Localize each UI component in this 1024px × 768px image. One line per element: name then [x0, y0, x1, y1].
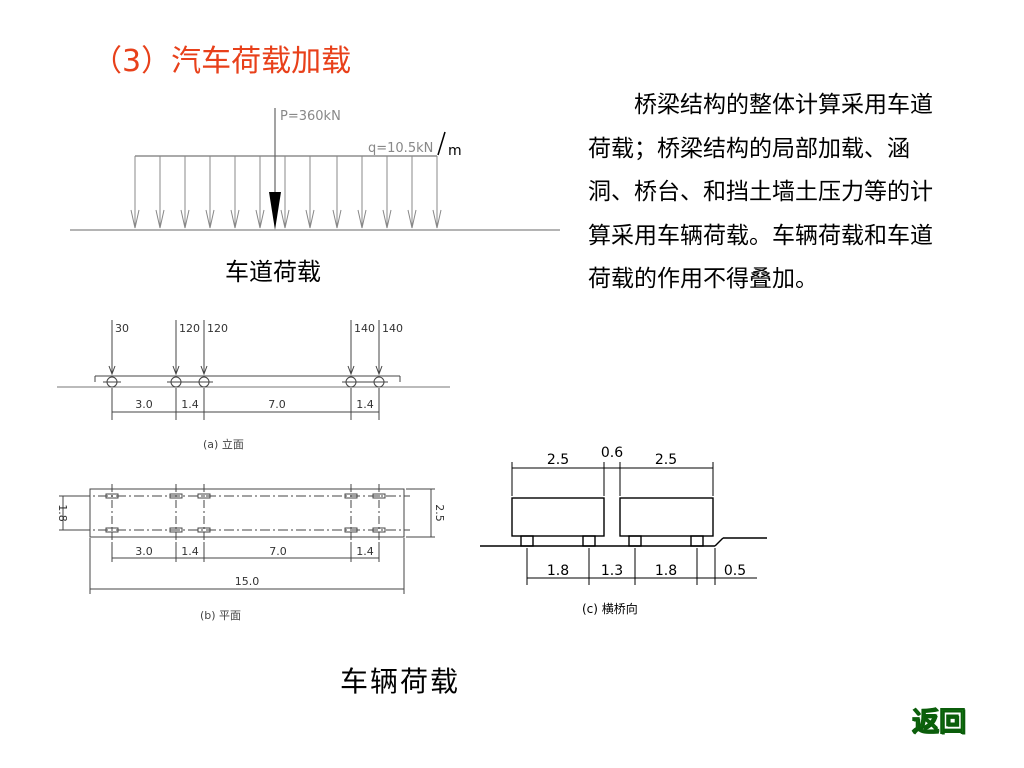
- lane-load-diagram: P=360kN q=10.5kN m: [70, 108, 560, 231]
- distributed-load-label: q=10.5kN: [368, 141, 433, 156]
- vehicle-load-caption: 车辆荷载: [340, 665, 461, 698]
- axle-load-1: 30: [115, 322, 129, 335]
- axle-load-3: 120: [207, 322, 228, 335]
- slide-title: （3）汽车荷载加载: [92, 44, 352, 79]
- overall-width-label: 2.5: [433, 504, 446, 522]
- total-length-label: 15.0: [235, 575, 260, 588]
- lane-load-caption: 车道荷载: [225, 258, 321, 286]
- transverse-bottom-dim: 0.5: [724, 563, 746, 579]
- transverse-top-dim: 2.5: [547, 452, 569, 468]
- spacing-label: 7.0: [268, 398, 286, 411]
- transverse-bottom-dim: 1.8: [547, 563, 569, 579]
- return-button[interactable]: 返回: [912, 707, 967, 739]
- distributed-load-unit: m: [448, 143, 462, 159]
- point-load-arrow: [269, 192, 281, 230]
- transverse-bottom-dim: 1.8: [655, 563, 677, 579]
- transverse-bottom-dim: 1.3: [601, 563, 623, 579]
- point-load-label: P=360kN: [280, 109, 341, 124]
- spacing-label: 3.0: [135, 545, 153, 558]
- axle-load-4: 140: [354, 322, 375, 335]
- transverse-label: (c) 横桥向: [582, 601, 638, 616]
- track-width-label: 1.8: [56, 504, 69, 522]
- spacing-label: 7.0: [269, 545, 287, 558]
- body-text: 桥梁结构的整体计算采用车道荷载；桥梁结构的局部加载、涵洞、桥台、和挡土墙土压力等…: [588, 92, 933, 293]
- transverse-diagram: 2.5 0.6 2.5 1.8 1.3 1.8 0.5 (c) 横桥向: [480, 445, 767, 616]
- vehicle-plan-diagram: 3.0 1.4 7.0 1.4 15.0 1.8 2.5 (b) 平面: [56, 484, 446, 622]
- spacing-label: 1.4: [356, 545, 374, 558]
- spacing-label: 1.4: [181, 545, 199, 558]
- vehicle-elevation-diagram: 30 120 120 140 140 3.0 1.4 7.0 1.4 (a) 立…: [57, 320, 450, 451]
- axle-load-5: 140: [382, 322, 403, 335]
- spacing-label: 3.0: [135, 398, 153, 411]
- spacing-label: 1.4: [181, 398, 199, 411]
- transverse-top-dim: 2.5: [655, 452, 677, 468]
- spacing-label: 1.4: [356, 398, 374, 411]
- distributed-load-arrows: [130, 156, 442, 229]
- plan-label: (b) 平面: [200, 609, 241, 622]
- axle-load-2: 120: [179, 322, 200, 335]
- elevation-label: (a) 立面: [203, 437, 244, 451]
- transverse-top-dim: 0.6: [601, 445, 623, 461]
